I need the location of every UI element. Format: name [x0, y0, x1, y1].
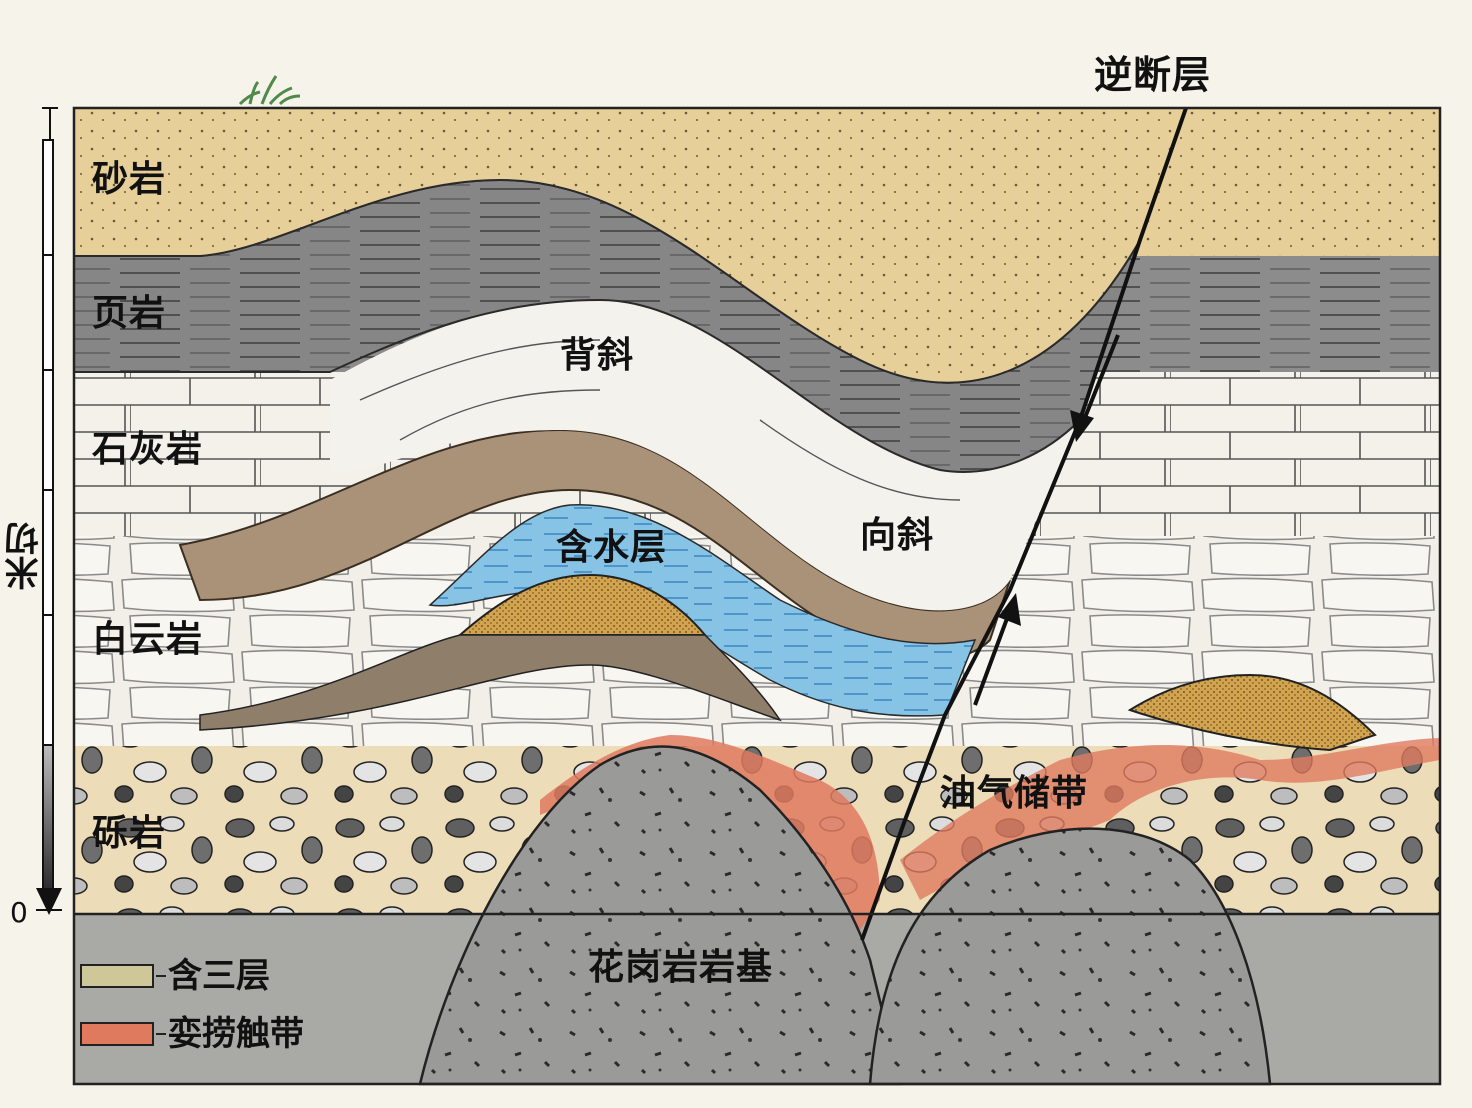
- granite-dome-right: [868, 827, 1272, 1086]
- fault-arrow-down-icon: [1070, 334, 1120, 442]
- legend-label: 含三层: [168, 956, 270, 996]
- layer-label-dolomite: 白云岩: [92, 619, 204, 660]
- syncline-label: 向斜: [860, 515, 935, 556]
- legend-label: 娈捞触带: [168, 1014, 304, 1054]
- legend-item: 含三层: [80, 958, 304, 994]
- layer-label-conglomerate: 砾岩: [92, 813, 167, 854]
- section-frame: [72, 75, 1442, 1086]
- fault-arrow-up-icon: [973, 593, 1021, 706]
- granite-basement-label: 花岗岩岩基: [588, 947, 774, 988]
- layer-label-sandstone: 砂岩: [92, 159, 167, 200]
- legend-swatch: [80, 1022, 154, 1046]
- scale-unit-label: 米切: [5, 522, 45, 590]
- grass-tuft-icon: [238, 75, 301, 106]
- anticline-label: 背斜: [560, 335, 635, 376]
- legend-connector: [156, 975, 166, 977]
- reservoir-zone-label: 油气储带: [940, 773, 1089, 814]
- scale-zero-label: 0: [10, 896, 28, 929]
- reverse-fault-label: 逆断层: [1094, 53, 1212, 97]
- reverse-fault-line: [860, 107, 1188, 941]
- layer-label-shale: 页岩: [92, 293, 167, 334]
- aquifer-label: 含水层: [556, 527, 668, 568]
- legend-connector: [156, 1033, 166, 1035]
- depth-scale-bar: [36, 107, 62, 915]
- granite-dome-left: [418, 745, 902, 1086]
- legend-swatch: [80, 964, 154, 988]
- legend: 含三层 娈捞触带: [80, 958, 304, 1074]
- legend-item: 娈捞触带: [80, 1016, 304, 1052]
- layer-label-limestone: 石灰岩: [92, 429, 204, 470]
